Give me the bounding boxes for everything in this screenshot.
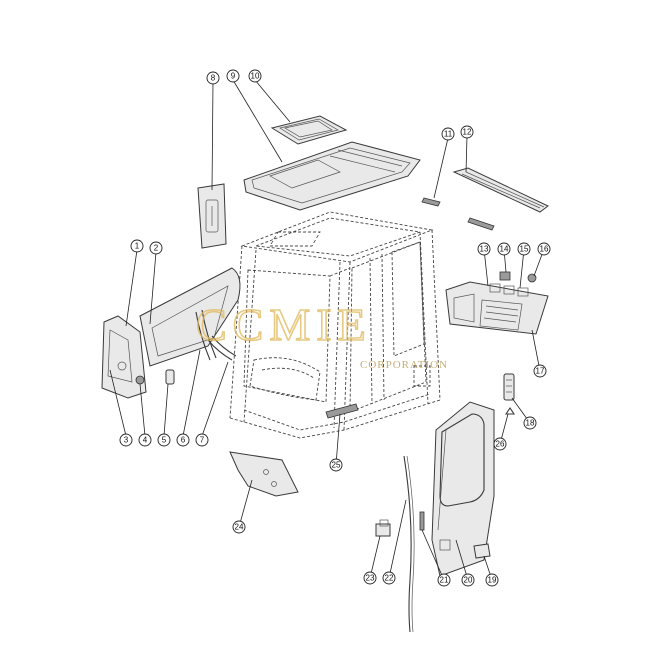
- callout-21: 21: [437, 573, 451, 587]
- part-trim-strip: [195, 309, 217, 361]
- svg-text:8: 8: [211, 74, 216, 83]
- part-roof-strip-small: [421, 197, 495, 231]
- svg-text:13: 13: [480, 245, 489, 254]
- svg-text:4: 4: [143, 436, 148, 445]
- svg-text:24: 24: [235, 523, 244, 532]
- svg-text:18: 18: [526, 419, 535, 428]
- callout-25: 25: [329, 458, 343, 472]
- svg-text:1: 1: [135, 242, 140, 251]
- svg-text:20: 20: [464, 576, 473, 585]
- watermark-logo-text: CCMIE: [196, 299, 372, 350]
- part-roof-panel: [243, 141, 421, 211]
- part-hose-clip: [207, 335, 237, 361]
- part-floor-mat: [229, 451, 299, 497]
- svg-text:23: 23: [366, 574, 375, 583]
- part-weather-seal: [403, 455, 415, 633]
- callout-8: 8: [206, 71, 220, 85]
- svg-text:15: 15: [520, 245, 529, 254]
- svg-text:10: 10: [251, 72, 260, 81]
- part-vent-grille: [503, 373, 515, 401]
- callout-12: 12: [460, 125, 474, 139]
- part-floor-grille: [325, 403, 359, 419]
- svg-text:21: 21: [440, 576, 449, 585]
- callout-14: 14: [497, 242, 511, 256]
- part-switch-block: [499, 271, 511, 281]
- callout-19: 19: [485, 573, 499, 587]
- callout-22: 22: [382, 571, 396, 585]
- callout-13: 13: [477, 242, 491, 256]
- svg-text:7: 7: [200, 436, 205, 445]
- watermark-tagline: CORPORATION: [360, 359, 448, 371]
- svg-text:22: 22: [385, 574, 394, 583]
- callout-4: 4: [138, 433, 152, 447]
- callout-6: 6: [176, 433, 190, 447]
- callout-2: 2: [149, 241, 163, 255]
- svg-text:26: 26: [496, 440, 505, 449]
- svg-text:5: 5: [162, 436, 167, 445]
- part-knob: [135, 375, 145, 385]
- callout-24: 24: [232, 520, 246, 534]
- callout-17: 17: [533, 364, 547, 378]
- svg-text:2: 2: [154, 244, 159, 253]
- callout-5: 5: [157, 433, 171, 447]
- svg-text:6: 6: [181, 436, 186, 445]
- part-door-strip: [419, 511, 425, 531]
- svg-text:12: 12: [463, 128, 472, 137]
- part-small-grip: [165, 369, 175, 385]
- part-cover-plate: [473, 543, 491, 559]
- part-cab-frame: [229, 211, 441, 439]
- callout-10: 10: [248, 69, 262, 83]
- callout-3: 3: [119, 433, 133, 447]
- callout-7: 7: [195, 433, 209, 447]
- part-door-latch: [375, 519, 391, 537]
- leader-lines: [109, 79, 545, 581]
- svg-text:9: 9: [231, 72, 236, 81]
- part-rear-panel: [445, 281, 549, 335]
- part-round-cap: [527, 273, 537, 283]
- callout-23: 23: [363, 571, 377, 585]
- callout-1: 1: [130, 239, 144, 253]
- svg-text:14: 14: [500, 245, 509, 254]
- callout-18: 18: [523, 416, 537, 430]
- callout-15: 15: [517, 242, 531, 256]
- callout-16: 16: [537, 242, 551, 256]
- svg-text:11: 11: [444, 130, 453, 139]
- part-small-fitting: [504, 407, 516, 415]
- svg-text:16: 16: [540, 245, 549, 254]
- svg-text:19: 19: [488, 576, 497, 585]
- part-roof-strip-long: [452, 167, 549, 213]
- part-door-panel: [431, 401, 495, 577]
- svg-text:25: 25: [332, 461, 341, 470]
- svg-text:17: 17: [536, 367, 545, 376]
- part-pillar-trim: [197, 183, 227, 249]
- part-left-panel-inner: [101, 315, 147, 399]
- watermark-logo: CCMIE CORPORATION: [195, 298, 448, 371]
- callout-26: 26: [493, 437, 507, 451]
- svg-text:3: 3: [124, 436, 129, 445]
- callout-20: 20: [461, 573, 475, 587]
- part-roof-hatch-frame: [270, 115, 348, 145]
- callout-11: 11: [441, 127, 455, 141]
- callout-9: 9: [226, 69, 240, 83]
